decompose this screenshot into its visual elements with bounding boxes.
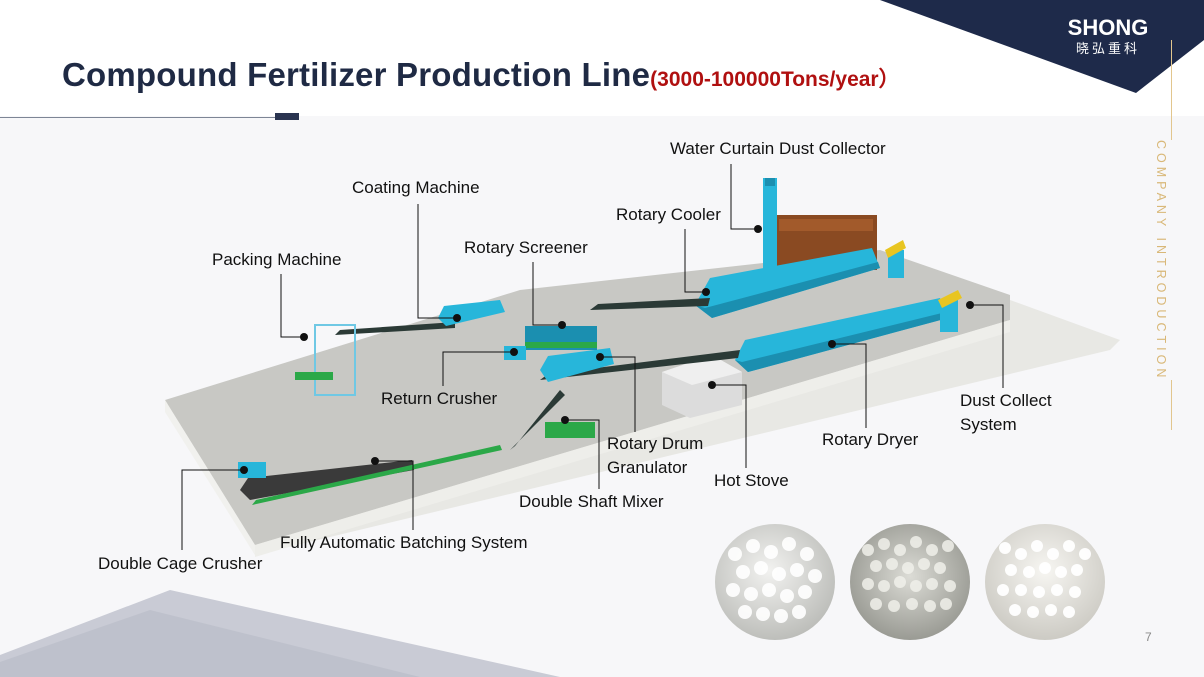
leader-dust-collect <box>970 304 1004 388</box>
hot-stove-roof <box>662 355 742 385</box>
packing-machine-belt <box>295 372 333 380</box>
label-return-crusher: Return Crusher <box>381 389 498 408</box>
company-logo: SHONG 晓弘重科 <box>1058 16 1158 58</box>
leader-rotary-screener <box>532 262 562 326</box>
conveyor-dryer <box>540 350 740 380</box>
label-packing-machine: Packing Machine <box>212 250 342 269</box>
fertilizer-granules-photo-2 <box>850 524 970 640</box>
leader-hot-stove <box>712 384 747 468</box>
water-curtain-tank-top <box>779 219 873 231</box>
conveyor-coating <box>335 322 455 335</box>
leader-drum-granulator <box>600 356 636 432</box>
label-rotary-dryer: Rotary Dryer <box>822 430 919 449</box>
logo-brand: SHONG <box>1067 15 1149 40</box>
dust-chimney <box>763 178 777 280</box>
leader-coating <box>417 204 457 319</box>
dust-collect-yellow-1 <box>938 290 962 308</box>
dust-collect-cyclone-1 <box>940 300 958 332</box>
label-coating-machine: Coating Machine <box>352 178 480 197</box>
dot-batching <box>371 457 379 465</box>
dot-rotary-cooler <box>702 288 710 296</box>
double-shaft-mixer <box>545 422 595 438</box>
label-double-shaft-mixer: Double Shaft Mixer <box>519 492 664 511</box>
dot-return-crusher <box>510 348 518 356</box>
leader-batching <box>375 460 414 530</box>
packing-machine-frame <box>314 324 356 396</box>
fertilizer-granules-photo-1 <box>715 524 835 640</box>
page-number: 7 <box>1145 630 1152 644</box>
page-title: Compound Fertilizer Production Line <box>62 56 651 93</box>
dot-rotary-dryer <box>828 340 836 348</box>
leader-double-shaft-mixer <box>565 419 600 489</box>
leader-lines <box>181 164 1004 550</box>
label-rotary-cooler: Rotary Cooler <box>616 205 721 224</box>
rotary-screener-frame <box>525 342 597 348</box>
platform-front <box>255 320 1010 557</box>
dot-drum-granulator <box>596 353 604 361</box>
capacity-subtitle: (3000-100000Tons/year） <box>650 68 900 91</box>
title-row: Compound Fertilizer Production Line(3000… <box>62 56 900 94</box>
dust-chimney-cap <box>765 178 775 186</box>
dot-packing <box>300 333 308 341</box>
leader-packing <box>280 274 304 338</box>
side-rule-top <box>1171 40 1172 140</box>
label-dust-collect: Dust Collect <box>960 391 1052 410</box>
dust-collect-yellow-2 <box>885 240 906 258</box>
dot-hot-stove <box>708 381 716 389</box>
leader-dots <box>240 225 974 474</box>
dot-double-shaft-mixer <box>561 416 569 424</box>
rotary-drum-granulator <box>540 348 614 382</box>
rotary-dryer-shade <box>735 312 948 372</box>
logo-chinese: 晓弘重科 <box>1075 41 1140 56</box>
label-rotary-screener: Rotary Screener <box>464 238 588 257</box>
bottom-left-wedge-dark <box>0 610 420 677</box>
title-underline <box>0 117 275 118</box>
dust-collect-cyclone-2 <box>888 250 904 278</box>
label-double-cage-crusher: Double Cage Crusher <box>98 554 263 573</box>
dot-coating <box>453 314 461 322</box>
label-granulator: Granulator <box>607 458 688 477</box>
side-vertical-text: COMPANY INTRODUCTION <box>1154 140 1168 382</box>
leader-water-curtain <box>730 164 758 230</box>
conveyor-mixer <box>510 390 565 450</box>
label-water-curtain-dust-collector: Water Curtain Dust Collector <box>670 139 886 158</box>
platform-side <box>165 400 255 555</box>
fertilizer-granules-photo-3 <box>985 524 1105 640</box>
batching-system <box>240 460 414 500</box>
leader-double-cage <box>181 469 244 550</box>
double-cage-crusher <box>238 462 266 478</box>
dot-double-cage <box>240 466 248 474</box>
dot-dust-collect <box>966 301 974 309</box>
dot-water-curtain <box>754 225 762 233</box>
label-dust-collect-system: System <box>960 415 1017 434</box>
dot-rotary-screener <box>558 321 566 329</box>
top-right-triangle <box>880 0 1204 93</box>
side-rule-bottom <box>1171 380 1172 430</box>
label-hot-stove: Hot Stove <box>714 471 789 490</box>
title-underline-accent <box>275 113 299 120</box>
label-fully-automatic-batching-system: Fully Automatic Batching System <box>280 533 528 552</box>
label-rotary-drum: Rotary Drum <box>607 434 704 453</box>
leader-rotary-cooler <box>684 229 706 293</box>
leader-return-crusher <box>442 351 514 386</box>
batching-system-rail <box>252 445 502 505</box>
rotary-cooler-shade <box>695 262 880 318</box>
conveyor-cooler <box>590 298 710 310</box>
leader-rotary-dryer <box>832 343 867 428</box>
